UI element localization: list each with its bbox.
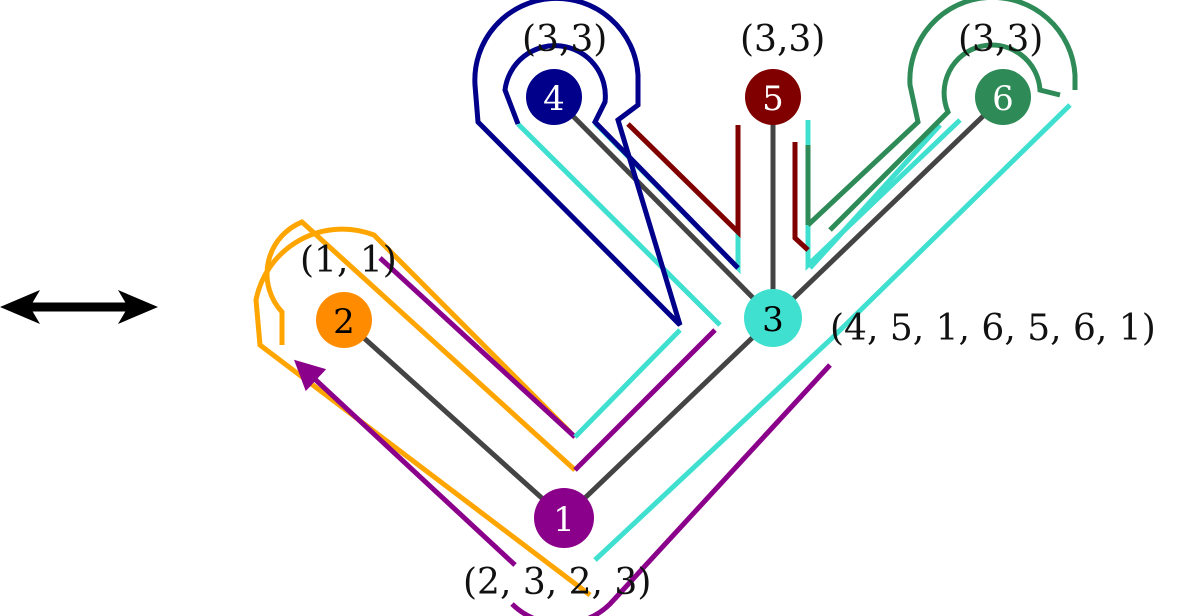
node-3-label: 3 bbox=[762, 300, 784, 340]
purple-inner bbox=[573, 328, 717, 472]
node-6: 6 bbox=[975, 69, 1031, 125]
node-2: 2 bbox=[316, 292, 372, 348]
maroon-right bbox=[792, 142, 810, 252]
tree-edges bbox=[342, 95, 1005, 520]
node-3: 3 bbox=[744, 289, 802, 347]
purple-segment-bottom bbox=[294, 359, 517, 567]
purple-segment-left bbox=[378, 256, 577, 439]
node-4-annotation: (3,3) bbox=[522, 19, 607, 60]
euler-tour-paths bbox=[253, 0, 1078, 616]
edge-1-2 bbox=[342, 318, 566, 520]
green-inner-loop bbox=[805, 42, 1061, 232]
node-6-annotation: (3,3) bbox=[958, 19, 1043, 60]
turquoise-left bbox=[573, 328, 682, 439]
node-2-label: 2 bbox=[333, 302, 355, 342]
node-3-annotation: (4, 5, 1, 6, 5, 6, 1) bbox=[830, 308, 1156, 349]
node-4: 4 bbox=[526, 69, 582, 125]
node-5: 5 bbox=[745, 69, 801, 125]
navy-inner-loop bbox=[502, 43, 740, 270]
node-1-annotation: (2, 3, 2, 3) bbox=[463, 562, 651, 603]
node-4-label: 4 bbox=[543, 79, 565, 119]
orange-outer-loop bbox=[253, 226, 592, 597]
node-1-label: 1 bbox=[553, 500, 575, 540]
turquoise-inner-4 bbox=[808, 123, 942, 270]
purple-bottom-arc bbox=[510, 363, 832, 616]
tree-nodes: 1 2 3 4 5 6 bbox=[316, 69, 1031, 548]
green-outer-loop bbox=[806, 0, 1078, 227]
edge-3-4 bbox=[552, 95, 775, 320]
maroon-left bbox=[626, 122, 741, 238]
node-1: 1 bbox=[534, 488, 594, 548]
turquoise-right-outer bbox=[593, 103, 1072, 562]
orange-inner-loop bbox=[264, 219, 577, 472]
edge-3-6 bbox=[771, 95, 1005, 320]
node-5-label: 5 bbox=[762, 79, 784, 119]
edge-1-3 bbox=[562, 316, 775, 520]
node-6-label: 6 bbox=[992, 79, 1014, 119]
node-5-annotation: (3,3) bbox=[740, 19, 825, 60]
navy-outer-loop bbox=[472, 0, 683, 327]
node-2-annotation: (1, 1) bbox=[300, 240, 397, 281]
turquoise-inner-1 bbox=[516, 122, 722, 327]
annotations: (2, 3, 2, 3) (1, 1) (4, 5, 1, 6, 5, 6, 1… bbox=[300, 19, 1156, 603]
double-headed-arrow-icon bbox=[0, 290, 158, 324]
